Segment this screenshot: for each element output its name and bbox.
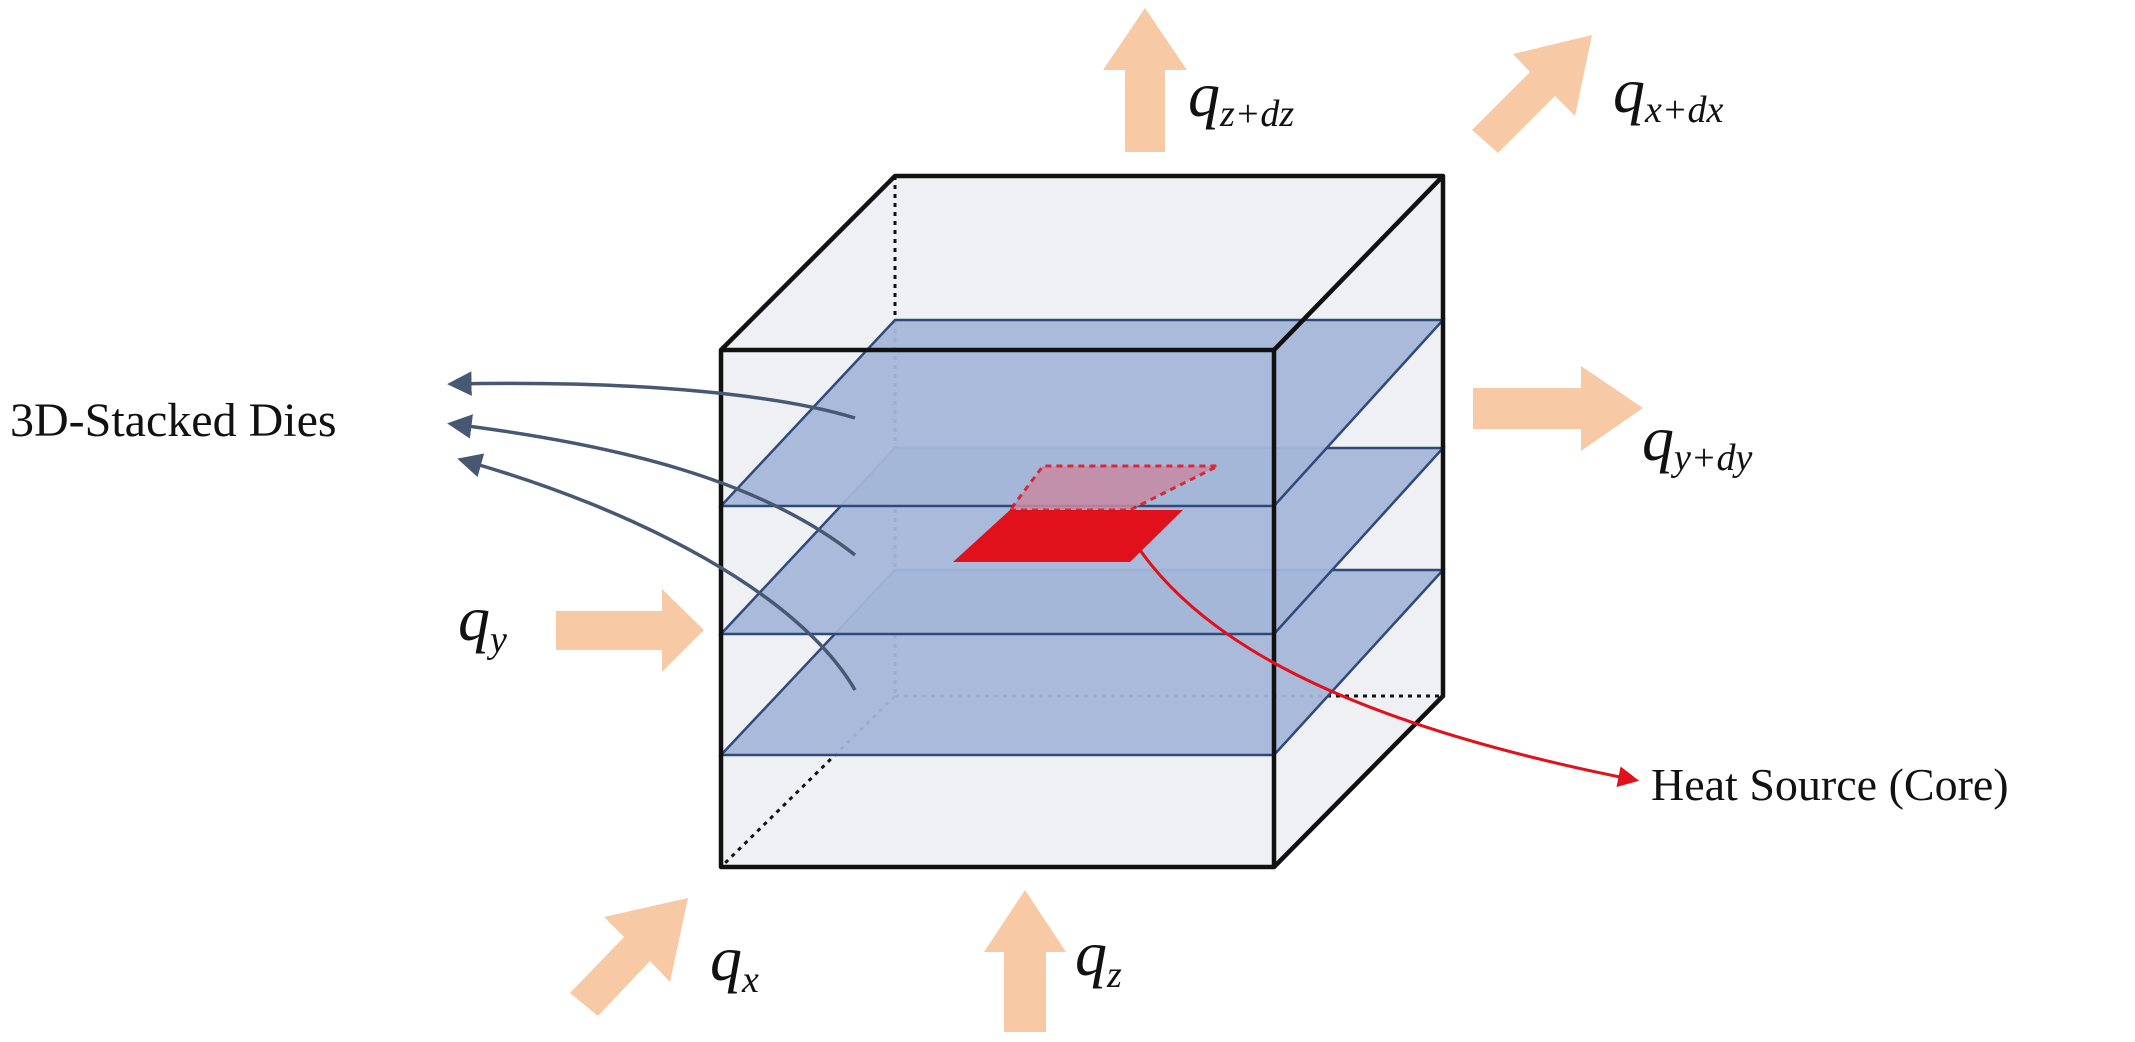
cube-top-face [721, 176, 1443, 350]
dies-label: 3D-Stacked Dies [10, 394, 337, 447]
heat-source-pointer [1138, 549, 1640, 788]
die-pointer-3 [457, 453, 857, 691]
flux-arrow-z-out [1103, 8, 1187, 152]
flux-arrow-z-in [984, 890, 1066, 1032]
flux-label-x-in: qx [710, 923, 759, 1001]
flux-arrow-x-in [570, 898, 688, 1016]
die-pointer-2 [447, 414, 857, 557]
die-pointers [447, 371, 857, 691]
die-pointer-1 [447, 371, 856, 420]
flux-label-z-in: qz [1075, 918, 1122, 996]
flux-arrow-y-in [556, 589, 704, 672]
flux-arrow-x-out [1472, 35, 1592, 153]
cube-outline [718, 173, 1446, 870]
flux-label-x-out: qx+dx [1613, 55, 1724, 131]
flux-label-z-out: qz+dz [1188, 59, 1294, 135]
heat-source [953, 464, 1219, 562]
flux-label-y-in: qy [458, 583, 507, 661]
flux-label-y-out: qy+dy [1642, 403, 1753, 479]
heat-source-label: Heat Source (Core) [1651, 759, 2009, 810]
flux-arrow-y-out [1473, 366, 1643, 451]
heat-source-core [953, 510, 1183, 562]
flux-arrows [556, 8, 1643, 1032]
